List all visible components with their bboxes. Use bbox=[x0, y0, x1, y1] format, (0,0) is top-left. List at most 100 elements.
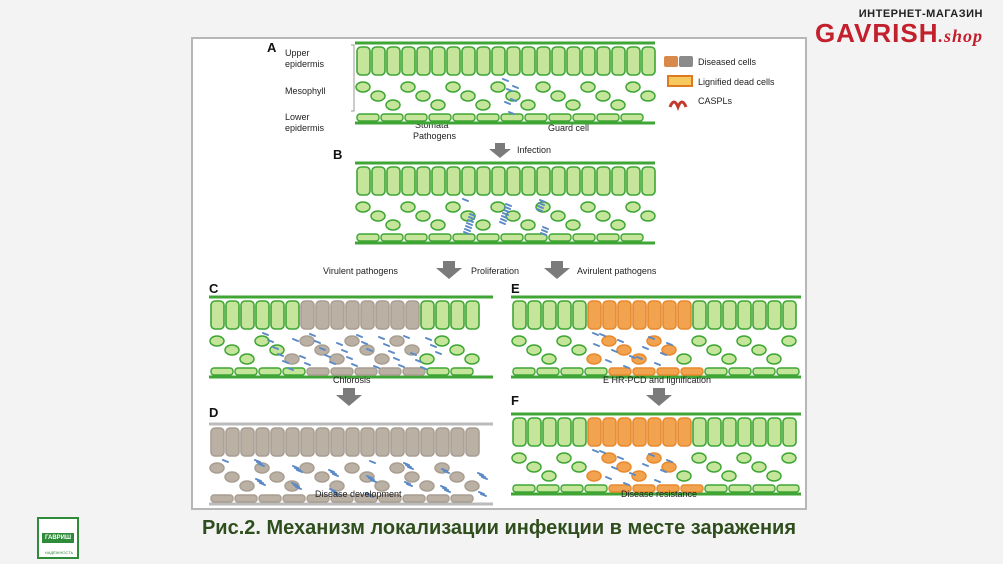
pathogen bbox=[538, 202, 545, 206]
pathogen bbox=[287, 367, 294, 371]
palisade-cell bbox=[521, 46, 536, 76]
letter-c: C bbox=[209, 281, 219, 296]
spongy-cell bbox=[721, 470, 737, 482]
lower-epidermis-cell bbox=[282, 494, 306, 503]
spongy-cell bbox=[625, 81, 641, 93]
lower-epidermis-cell bbox=[560, 367, 584, 376]
pathogen bbox=[267, 339, 274, 343]
lower-epidermis-cell bbox=[620, 233, 644, 242]
palisade-cell bbox=[240, 300, 255, 330]
pathogen bbox=[403, 335, 410, 339]
spongy-cell bbox=[580, 201, 596, 213]
label-hr-pcd: E HR-PCD and lignification bbox=[603, 375, 711, 385]
palisade-cell bbox=[617, 300, 632, 330]
pathogen bbox=[648, 453, 655, 457]
palisade-cell bbox=[707, 300, 722, 330]
pathogen bbox=[383, 343, 390, 347]
pathogen bbox=[367, 494, 374, 498]
spongy-cell bbox=[526, 344, 542, 356]
pathogen bbox=[617, 339, 624, 343]
leaf-section-e bbox=[511, 295, 801, 379]
pathogen bbox=[254, 459, 261, 463]
palisade-cell bbox=[465, 427, 480, 457]
palisade-cell bbox=[491, 46, 506, 76]
spongy-cell bbox=[389, 335, 405, 347]
lower-epidermis-cell bbox=[402, 494, 426, 503]
spongy-cell bbox=[631, 470, 647, 482]
palisade-cell bbox=[587, 417, 602, 447]
label-disease-resistance: Disease resistance bbox=[621, 489, 697, 499]
pathogen bbox=[259, 482, 266, 486]
palisade-cell bbox=[557, 417, 572, 447]
spongy-cell bbox=[781, 335, 797, 347]
palisade-cell bbox=[210, 427, 225, 457]
spongy-cell bbox=[640, 90, 656, 102]
pathogen bbox=[501, 215, 508, 219]
pathogen bbox=[592, 449, 599, 453]
brand-logo[interactable]: ИНТЕРНЕТ-МАГАЗИН GAVRISH.shop bbox=[815, 8, 983, 49]
pathogen bbox=[373, 365, 380, 369]
spongy-cell bbox=[415, 90, 431, 102]
pathogen bbox=[425, 337, 432, 341]
palisade-cell bbox=[315, 300, 330, 330]
pathogen bbox=[508, 111, 515, 115]
pathogen bbox=[502, 212, 509, 216]
palisade-cell bbox=[356, 166, 371, 196]
palisade-cell bbox=[626, 166, 641, 196]
lower-epidermis-cell bbox=[536, 367, 560, 376]
palisade-cell bbox=[356, 46, 371, 76]
spongy-cell bbox=[209, 462, 225, 474]
pathogen bbox=[332, 473, 339, 477]
lower-epidermis-cell bbox=[572, 113, 596, 122]
lower-epidermis-cell bbox=[512, 367, 536, 376]
pathogen bbox=[510, 98, 517, 102]
spongy-cell bbox=[475, 219, 491, 231]
palisade-cell bbox=[581, 46, 596, 76]
pathogen bbox=[599, 333, 606, 337]
label-stomata: Stomata bbox=[415, 120, 449, 130]
spongy-cell bbox=[595, 90, 611, 102]
spongy-cell bbox=[610, 219, 626, 231]
letter-e: E bbox=[511, 281, 520, 296]
pathogen bbox=[319, 347, 326, 351]
palisade-cell bbox=[255, 427, 270, 457]
lower-epidermis-cell bbox=[548, 233, 572, 242]
palisade-cell bbox=[330, 427, 345, 457]
palisade-cell bbox=[647, 300, 662, 330]
spongy-cell bbox=[355, 201, 371, 213]
palisade-cell bbox=[692, 417, 707, 447]
figure-caption: Рис.2. Механизм локализации инфекции в м… bbox=[201, 517, 797, 539]
palisade-cell bbox=[512, 300, 527, 330]
palisade-cell bbox=[240, 427, 255, 457]
spongy-cell bbox=[550, 90, 566, 102]
pathogen bbox=[480, 493, 487, 497]
pathogen bbox=[617, 456, 624, 460]
pathogen bbox=[542, 226, 549, 230]
lower-epidermis-cell bbox=[258, 367, 282, 376]
pathogen bbox=[295, 486, 302, 490]
lower-epidermis-cell bbox=[776, 484, 800, 493]
legend-caspl: CASPLs bbox=[698, 96, 733, 106]
spongy-cell bbox=[625, 201, 641, 213]
lower-epidermis-cell bbox=[258, 494, 282, 503]
palisade-cell bbox=[386, 46, 401, 76]
pathogen bbox=[393, 357, 400, 361]
palisade-cell bbox=[416, 46, 431, 76]
spongy-cell bbox=[595, 210, 611, 222]
pathogen bbox=[654, 362, 661, 366]
spongy-cell bbox=[706, 344, 722, 356]
pathogen bbox=[464, 228, 471, 232]
spongy-cell bbox=[314, 344, 330, 356]
pathogen bbox=[403, 462, 410, 466]
letter-a: A bbox=[267, 40, 277, 55]
pathogen bbox=[404, 481, 411, 485]
lower-epidermis-cell bbox=[476, 233, 500, 242]
spongy-cell bbox=[430, 219, 446, 231]
pathogen bbox=[503, 209, 510, 213]
palisade-cell bbox=[611, 46, 626, 76]
pathogen bbox=[309, 333, 316, 337]
pathogen bbox=[477, 472, 484, 476]
leaf-section-b bbox=[355, 161, 656, 245]
palisade-cell bbox=[450, 427, 465, 457]
leaf-section-f bbox=[511, 412, 801, 496]
